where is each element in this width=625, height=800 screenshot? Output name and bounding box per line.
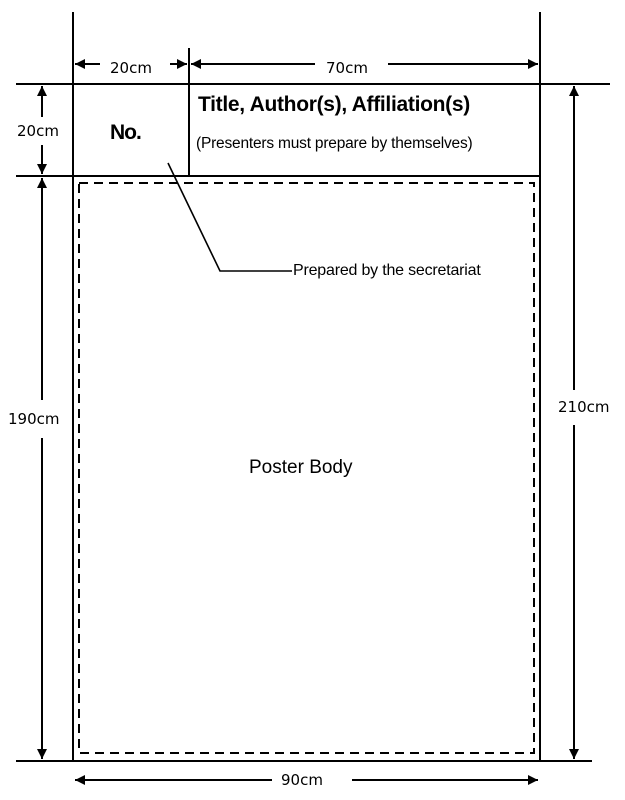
total-height-label: 210cm (558, 398, 610, 416)
no-box-label: No. (110, 121, 142, 144)
title-box-note: (Presenters must prepare by themselves) (196, 135, 473, 152)
body-height-label: 190cm (8, 410, 60, 428)
callout-label: Prepared by the secretariat (293, 262, 481, 279)
no-width-label: 20cm (110, 59, 152, 77)
poster-body-label: Poster Body (249, 457, 353, 478)
total-width-label: 90cm (281, 771, 323, 789)
callout-leader-line (167, 162, 292, 272)
header-height-label: 20cm (17, 122, 59, 140)
title-box-heading: Title, Author(s), Affiliation(s) (198, 93, 470, 116)
poster-body-area (78, 182, 535, 754)
title-width-label: 70cm (326, 59, 368, 77)
